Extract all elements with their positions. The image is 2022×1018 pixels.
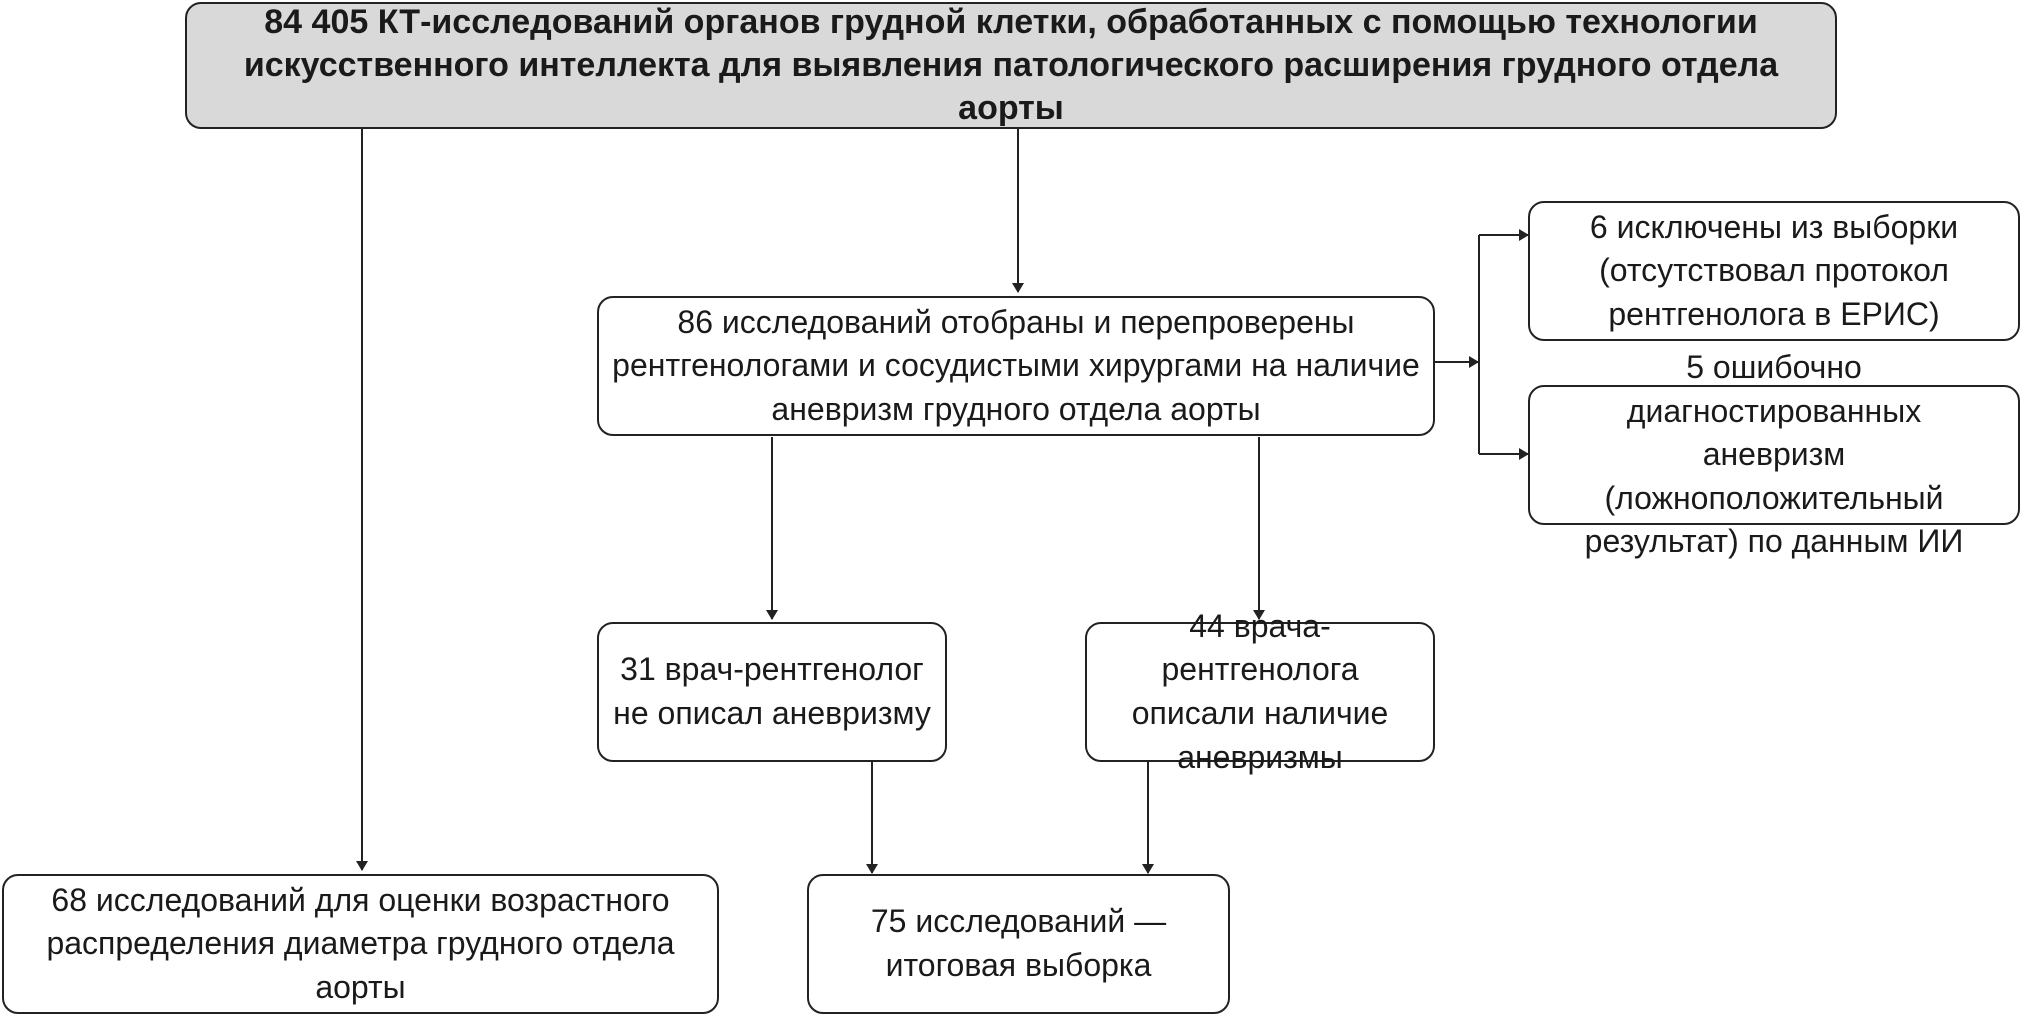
- age-distribution-box: 68 исследований для оценки возрастного р…: [2, 874, 719, 1014]
- final-sample-text: 75 исследований — итоговая выборка: [870, 903, 1167, 983]
- top-box-text: 84 405 КТ-исследований органов грудной к…: [243, 3, 1779, 127]
- top-box-total-studies: 84 405 КТ-исследований органов грудной к…: [185, 2, 1837, 129]
- false-positive-text: 5 ошибочно диагностированных аневризм (л…: [1584, 349, 1964, 560]
- selected-studies-text: 86 исследований отобраны и перепроверены…: [612, 303, 1420, 427]
- false-positive-box: 5 ошибочно диагностированных аневризм (л…: [1528, 349, 2020, 559]
- selected-studies-box: 86 исследований отобраны и перепроверены…: [597, 296, 1435, 436]
- not-described-box: 31 врач-рентгенолог не описал аневризму: [597, 622, 947, 762]
- described-box: 44 врача-рентгенолога описали наличие ан…: [1085, 608, 1435, 775]
- not-described-text: 31 врач-рентгенолог не описал аневризму: [613, 651, 931, 731]
- described-text: 44 врача-рентгенолога описали наличие ан…: [1131, 607, 1389, 775]
- final-sample-box: 75 исследований — итоговая выборка: [807, 874, 1230, 1014]
- excluded-box: 6 исключены из выборки (отсутствовал про…: [1528, 201, 2020, 341]
- age-distribution-text: 68 исследований для оценки возрастного р…: [46, 881, 675, 1005]
- excluded-text: 6 исключены из выборки (отсутствовал про…: [1589, 208, 1959, 332]
